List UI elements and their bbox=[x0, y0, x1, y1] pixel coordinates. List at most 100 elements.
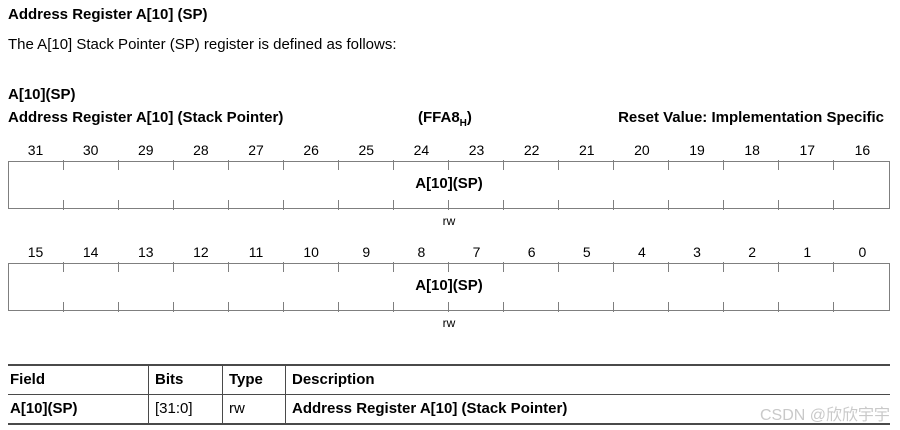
bit-number: 12 bbox=[193, 244, 209, 260]
cell-type: rw bbox=[222, 395, 285, 423]
bit-tick bbox=[558, 302, 559, 312]
bit-tick bbox=[833, 160, 834, 170]
bit-tick bbox=[723, 262, 724, 272]
col-header-bits: Bits bbox=[148, 366, 222, 394]
bit-tick bbox=[283, 200, 284, 210]
bit-tick bbox=[228, 200, 229, 210]
bit-tick bbox=[778, 262, 779, 272]
bit-tick bbox=[613, 262, 614, 272]
bit-tick bbox=[778, 200, 779, 210]
bit-tick bbox=[558, 262, 559, 272]
bit-number: 21 bbox=[579, 142, 595, 158]
bit-tick bbox=[668, 200, 669, 210]
bit-number: 15 bbox=[27, 244, 44, 260]
bit-tick bbox=[228, 302, 229, 312]
address-subscript: H bbox=[459, 118, 467, 129]
bit-tick bbox=[668, 262, 669, 272]
bit-number: 18 bbox=[744, 142, 760, 158]
bit-number: 14 bbox=[82, 244, 99, 260]
bit-tick bbox=[613, 302, 614, 312]
bit-number: 24 bbox=[413, 142, 430, 158]
bit-tick bbox=[393, 302, 394, 312]
bit-tick bbox=[723, 200, 724, 210]
access-type: rw bbox=[442, 316, 456, 330]
bit-number: 31 bbox=[27, 142, 44, 158]
bit-tick bbox=[613, 200, 614, 210]
bit-number: 29 bbox=[138, 142, 154, 158]
bit-tick bbox=[558, 160, 559, 170]
bit-number: 6 bbox=[527, 244, 536, 260]
bit-tick bbox=[448, 200, 449, 210]
cell-bits: [31:0] bbox=[148, 395, 222, 423]
bit-tick bbox=[503, 200, 504, 210]
bit-tick bbox=[63, 262, 64, 272]
field-name: A[10](SP) bbox=[415, 277, 483, 294]
bit-tick bbox=[283, 160, 284, 170]
section-heading: Address Register A[10] (SP) bbox=[8, 6, 208, 23]
bit-tick bbox=[833, 262, 834, 272]
field-name: A[10](SP) bbox=[415, 175, 483, 192]
bit-tick bbox=[173, 200, 174, 210]
bit-tick bbox=[448, 262, 449, 272]
bit-number: 27 bbox=[248, 142, 264, 158]
bit-tick bbox=[393, 200, 394, 210]
bit-number: 8 bbox=[417, 244, 426, 260]
bit-number: 26 bbox=[303, 142, 319, 158]
bit-number: 10 bbox=[303, 244, 319, 260]
col-header-type: Type bbox=[222, 366, 285, 394]
bit-tick bbox=[118, 200, 119, 210]
bit-tick bbox=[723, 160, 724, 170]
bit-number: 1 bbox=[803, 244, 812, 260]
bit-tick bbox=[63, 160, 64, 170]
bit-number: 2 bbox=[748, 244, 757, 260]
bit-tick bbox=[668, 302, 669, 312]
bit-tick bbox=[723, 302, 724, 312]
bit-tick bbox=[778, 302, 779, 312]
bit-tick bbox=[118, 160, 119, 170]
col-header-description: Description bbox=[285, 366, 890, 394]
bit-tick bbox=[228, 262, 229, 272]
register-title-row: Address Register A[10] (Stack Pointer) (… bbox=[0, 109, 900, 129]
bit-tick bbox=[833, 302, 834, 312]
bit-tick bbox=[393, 160, 394, 170]
access-type: rw bbox=[442, 214, 456, 228]
bit-tick bbox=[118, 262, 119, 272]
register-long-name: Address Register A[10] (Stack Pointer) bbox=[8, 109, 284, 126]
cell-description: Address Register A[10] (Stack Pointer) bbox=[285, 395, 890, 423]
col-header-field: Field bbox=[10, 371, 46, 388]
bit-tick bbox=[338, 160, 339, 170]
bit-tick bbox=[668, 160, 669, 170]
csdn-watermark: CSDN @欣欣宇宇 bbox=[759, 407, 890, 424]
bit-tick bbox=[338, 262, 339, 272]
bit-number: 3 bbox=[693, 244, 701, 260]
bit-tick bbox=[63, 200, 64, 210]
bit-number: 5 bbox=[582, 244, 591, 260]
bit-tick bbox=[448, 302, 449, 312]
bit-tick bbox=[228, 160, 229, 170]
bit-number: 23 bbox=[468, 142, 485, 158]
bit-number: 11 bbox=[248, 244, 264, 260]
bit-tick bbox=[448, 160, 449, 170]
bit-tick bbox=[503, 302, 504, 312]
register-address: (FFA8H) bbox=[418, 109, 472, 129]
intro-text: The A[10] Stack Pointer (SP) register is… bbox=[8, 36, 397, 53]
register-box-high: A[10](SP) bbox=[8, 160, 890, 210]
bit-tick bbox=[173, 160, 174, 170]
bit-number: 7 bbox=[472, 244, 481, 260]
bit-tick bbox=[173, 262, 174, 272]
bit-number: 19 bbox=[689, 142, 705, 158]
bit-number: 30 bbox=[82, 142, 99, 158]
bit-number: 20 bbox=[634, 142, 650, 158]
bit-tick bbox=[338, 302, 339, 312]
bit-tick bbox=[338, 200, 339, 210]
bit-tick bbox=[283, 262, 284, 272]
address-text: (FFA8 bbox=[418, 109, 460, 126]
bit-number: 25 bbox=[358, 142, 375, 158]
table-row: A[10](SP) [31:0] rw Address Register A[1… bbox=[8, 395, 890, 423]
address-close: ) bbox=[466, 109, 472, 126]
bit-tick bbox=[503, 262, 504, 272]
bit-tick bbox=[173, 302, 174, 312]
